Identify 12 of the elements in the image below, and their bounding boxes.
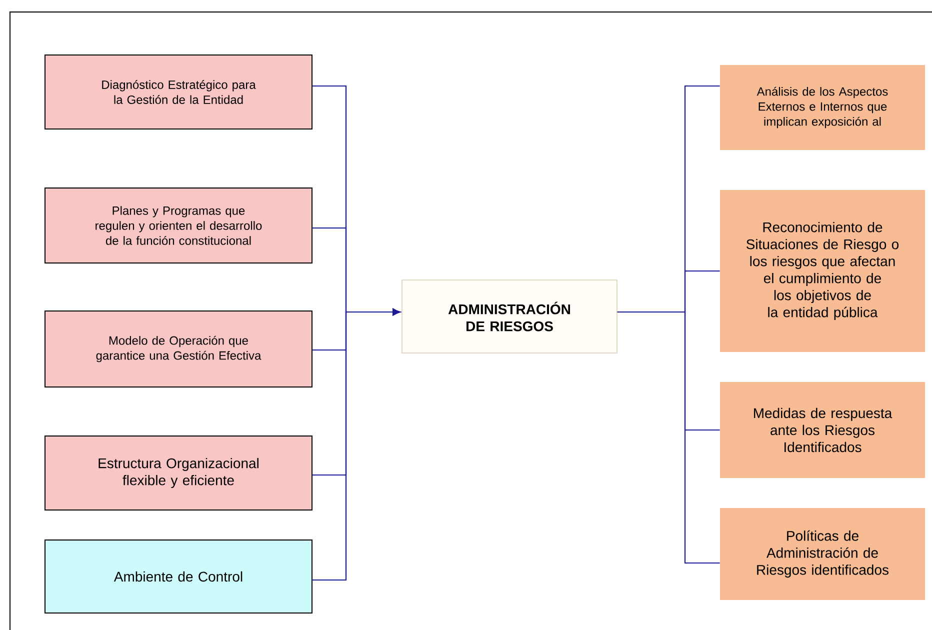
result-box: Políticas de Administración de Riesgos identificados (720, 508, 925, 600)
central-box: ADMINISTRACIÓN DE RIESGOS (402, 280, 618, 354)
result-box: Medidas de respuesta ante los Riesgos Identificados (720, 382, 925, 478)
process-box: Estructura Organizacional flexible y eficiente (44, 436, 312, 510)
connector (617, 311, 720, 564)
connector (312, 308, 400, 581)
result-box: Análisis de los Aspectos Externos e Internos que implican exposición al (720, 65, 925, 150)
process-box: Planes y Programas que regulen y orienten el desarrollo de la función constitucional (44, 188, 312, 264)
result-box: Reconocimiento de Situaciones de Riesgo o los riesgos que afectan el cumplimiento de los objetivos de la entidad pública (720, 190, 925, 352)
process-box: Modelo de Operación que garantice una Gestión Efectiva (44, 310, 312, 388)
process-box: Diagnóstico Estratégico para la Gestión de la Entidad (44, 54, 312, 130)
process-box: Ambiente de Control (44, 540, 312, 614)
